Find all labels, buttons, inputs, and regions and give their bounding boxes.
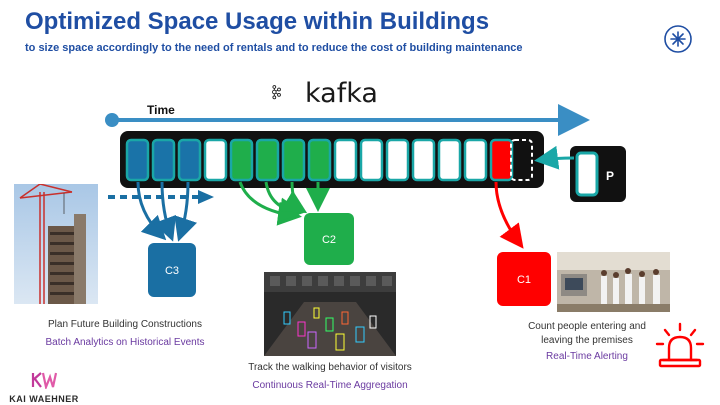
consumer-c1-label: C1 [517,274,531,286]
c3-description: Plan Future Building Constructions [48,319,202,330]
brand-name: KAI WAEHNER [9,394,79,404]
consumer-c3: C3 [148,243,196,297]
log-partition [125,138,514,182]
entrance-photo [557,252,670,312]
log-slot-aggregation [307,138,332,182]
c1-description: Count people entering and leaving the pr… [528,321,646,346]
consumer-c3-label: C3 [165,265,179,277]
producer-slot [575,151,599,197]
c2-category: Continuous Real-Time Aggregation [252,380,408,391]
c3-arrow-3 [174,181,198,242]
consumer-c1-box [497,252,551,306]
alarm-light-icon [655,322,705,368]
log-slot-aggregation [255,138,280,182]
log-slot-empty [437,138,462,182]
c3-category: Batch Analytics on Historical Events [45,337,205,348]
producer-label: P [606,169,614,183]
corner-badge-icon [664,25,692,53]
log-slot-realtime [489,138,514,182]
c1-category: Real-Time Alerting [546,351,628,362]
c3-arrow-2 [153,181,176,242]
c3-arrows [136,181,198,242]
time-label: Time [147,103,175,117]
c2-arrows [238,181,330,226]
time-axis: Time [105,103,590,136]
kafka-logo-icon [272,85,281,100]
consumer-c2-label: C2 [322,234,336,246]
producer-arrow [534,145,575,170]
log-slot-batch [125,138,150,182]
log-slot-aggregation [229,138,254,182]
log-open-slot [510,139,533,181]
log-slot-batch [151,138,176,182]
log-slot-batch [177,138,202,182]
kw-logo-icon [31,372,58,391]
replay-arrowhead [198,190,214,204]
page-title: Optimized Space Usage within Buildings [25,8,490,35]
log-slot-empty [463,138,488,182]
consumer-c1: C1 [497,252,551,306]
c2-arrow-3 [280,181,308,214]
kafka-wordmark: kafka [305,78,378,109]
consumer-c2-box [304,213,354,265]
construction-photo [14,184,98,304]
c2-description: Track the walking behavior of visitors [248,362,412,373]
log-slot-empty [203,138,228,182]
c3-arrow-1 [136,181,167,241]
consumer-c3-box [148,243,196,297]
log-slot-aggregation [281,138,306,182]
consumer-c2: C2 [304,213,354,265]
producer: P [570,146,626,202]
c1-arrow [494,181,524,249]
page-subtitle: to size space accordingly to the need of… [25,42,523,54]
log-slot-empty [385,138,410,182]
log-slot-empty [359,138,384,182]
log-slot-empty [333,138,358,182]
time-axis-arrowhead [558,104,590,136]
brand-logo: KAI WAEHNER [8,371,80,404]
visitor-tracking-photo [264,272,396,356]
log-slot-empty [411,138,436,182]
